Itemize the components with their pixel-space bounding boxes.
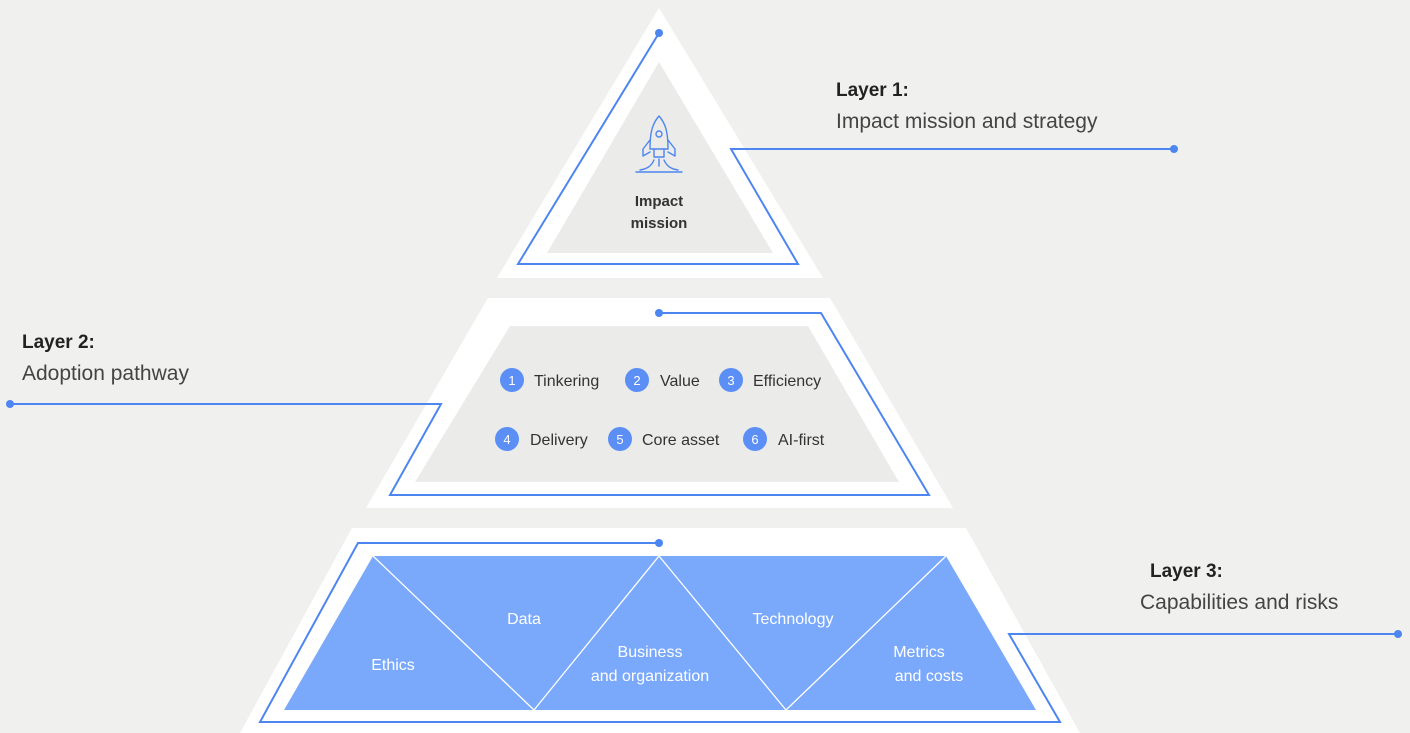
layer3-start-dot — [655, 539, 663, 547]
layer3-dividers — [372, 555, 947, 711]
layer2-inner — [415, 326, 899, 482]
step-badge — [495, 427, 519, 451]
step-number: 5 — [616, 432, 623, 447]
segment-ethics: Ethics — [371, 657, 415, 674]
layer3-tier: Ethics Data Business and organization Te… — [240, 528, 1402, 733]
layer3-subtitle: Capabilities and risks — [1140, 591, 1338, 614]
mission-label-line2: mission — [631, 215, 688, 232]
segment-metrics-line1: Metrics — [893, 644, 945, 661]
layer3-title: Layer 3: — [1150, 561, 1223, 582]
step-number: 6 — [751, 432, 758, 447]
layer2-start-dot — [655, 309, 663, 317]
step-3: 3 Efficiency — [719, 368, 821, 392]
step-label: Efficiency — [753, 373, 821, 390]
step-label: Tinkering — [534, 373, 599, 390]
step-label: AI-first — [778, 432, 825, 449]
layer1-subtitle: Impact mission and strategy — [836, 110, 1098, 133]
segment-business-line1: Business — [618, 644, 683, 661]
segment-data: Data — [507, 611, 541, 628]
step-badge — [719, 368, 743, 392]
layer1-end-dot — [1170, 145, 1178, 153]
layer3-fill — [284, 556, 1036, 710]
segment-technology: Technology — [753, 611, 834, 628]
step-5: 5 Core asset — [608, 427, 720, 451]
step-number: 1 — [508, 373, 515, 388]
layer3-end-dot — [1394, 630, 1402, 638]
layer2-subtitle: Adoption pathway — [22, 362, 189, 385]
step-6: 6 AI-first — [743, 427, 825, 451]
mission-label-line1: Impact — [635, 193, 683, 210]
step-label: Value — [660, 373, 700, 390]
layer3-outline — [258, 542, 1398, 723]
step-badge — [500, 368, 524, 392]
step-badge — [625, 368, 649, 392]
layer2-end-dot — [6, 400, 14, 408]
step-label: Delivery — [530, 432, 588, 449]
step-label: Core asset — [642, 432, 720, 449]
step-number: 2 — [633, 373, 640, 388]
layer1-tier: Impact mission Layer 1: Impact mission a… — [497, 8, 1178, 278]
step-badge — [608, 427, 632, 451]
step-1: 1 Tinkering — [500, 368, 599, 392]
layer1-outline — [516, 32, 1174, 265]
layer2-outline — [10, 312, 931, 496]
rocket-icon — [635, 115, 683, 173]
segment-business-line2: and organization — [591, 668, 709, 685]
step-number: 3 — [727, 373, 734, 388]
segment-metrics-line2: and costs — [895, 668, 963, 685]
step-number: 4 — [503, 432, 510, 447]
layer2-title: Layer 2: — [22, 332, 95, 353]
layer2-tier: 1 Tinkering 2 Value 3 Efficiency 4 Deliv… — [6, 298, 953, 508]
step-2: 2 Value — [625, 368, 700, 392]
layer1-title: Layer 1: — [836, 80, 909, 101]
step-4: 4 Delivery — [495, 427, 588, 451]
step-badge — [743, 427, 767, 451]
layer1-start-dot — [655, 29, 663, 37]
